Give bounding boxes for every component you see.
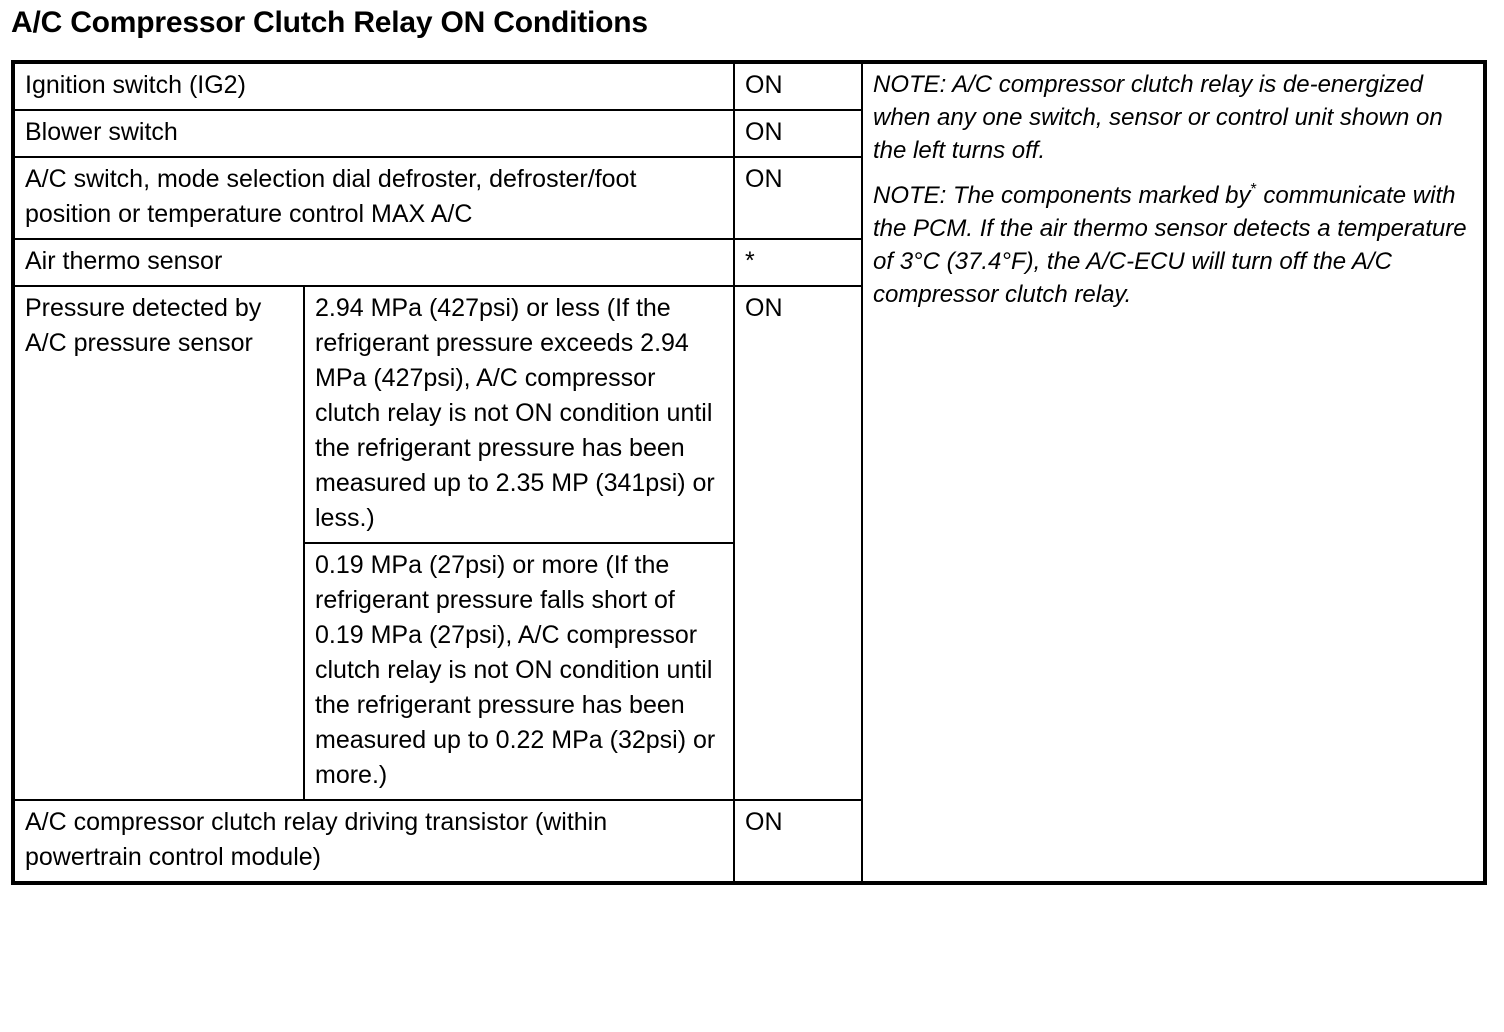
table-row: Blower switch ON xyxy=(11,109,1485,158)
notes-cell: NOTE: A/C compressor clutch relay is de-… xyxy=(861,61,1487,884)
state-cell-ignition-switch: ON xyxy=(733,61,864,111)
state-cell-air-thermo-sensor: * xyxy=(733,238,864,287)
note-paragraph-2: NOTE: The components marked by* communic… xyxy=(873,179,1475,311)
conditions-table: Ignition switch (IG2) ON NOTE: A/C compr… xyxy=(11,60,1488,885)
page-title: A/C Compressor Clutch Relay ON Condition… xyxy=(11,6,648,39)
state-cell-blower-switch: ON xyxy=(733,109,864,158)
table-row: A/C switch, mode selection dial defroste… xyxy=(11,156,1485,240)
condition-cell-air-thermo-sensor: Air thermo sensor xyxy=(11,238,736,287)
detail-cell-pressure-low-limit: 0.19 MPa (27psi) or more (If the refrige… xyxy=(302,542,736,801)
table-row: Air thermo sensor * xyxy=(11,238,1485,287)
conditions-table-container: Ignition switch (IG2) ON NOTE: A/C compr… xyxy=(11,60,1488,885)
condition-cell-ignition-switch: Ignition switch (IG2) xyxy=(11,61,736,111)
note-2-text-after-star: communicate with the PCM. If the air the… xyxy=(873,182,1467,308)
condition-cell-ac-switch-mode-dial: A/C switch, mode selection dial defroste… xyxy=(11,156,736,240)
note-paragraph-1: NOTE: A/C compressor clutch relay is de-… xyxy=(873,71,1443,164)
state-cell-ac-switch-mode-dial: ON xyxy=(733,156,864,240)
condition-cell-driving-transistor: A/C compressor clutch relay driving tran… xyxy=(11,799,736,884)
note-2-text-before-star: NOTE: The components marked by xyxy=(873,182,1251,209)
state-cell-driving-transistor: ON xyxy=(733,799,864,884)
asterisk-marker-icon: * xyxy=(1250,181,1257,198)
table-row: A/C compressor clutch relay driving tran… xyxy=(11,799,1485,884)
table-row: Pressure detected by A/C pressure sensor… xyxy=(12,285,1485,801)
condition-cell-blower-switch: Blower switch xyxy=(11,109,736,158)
state-cell-pressure-sensor: ON xyxy=(733,285,864,801)
condition-cell-pressure-sensor: Pressure detected by A/C pressure sensor xyxy=(12,285,305,801)
detail-cell-pressure-high-limit: 2.94 MPa (427psi) or less (If the refrig… xyxy=(302,285,736,544)
table-row: Ignition switch (IG2) ON NOTE: A/C compr… xyxy=(11,61,1487,884)
table-row: 0.19 MPa (27psi) or more (If the refrige… xyxy=(13,542,1485,801)
